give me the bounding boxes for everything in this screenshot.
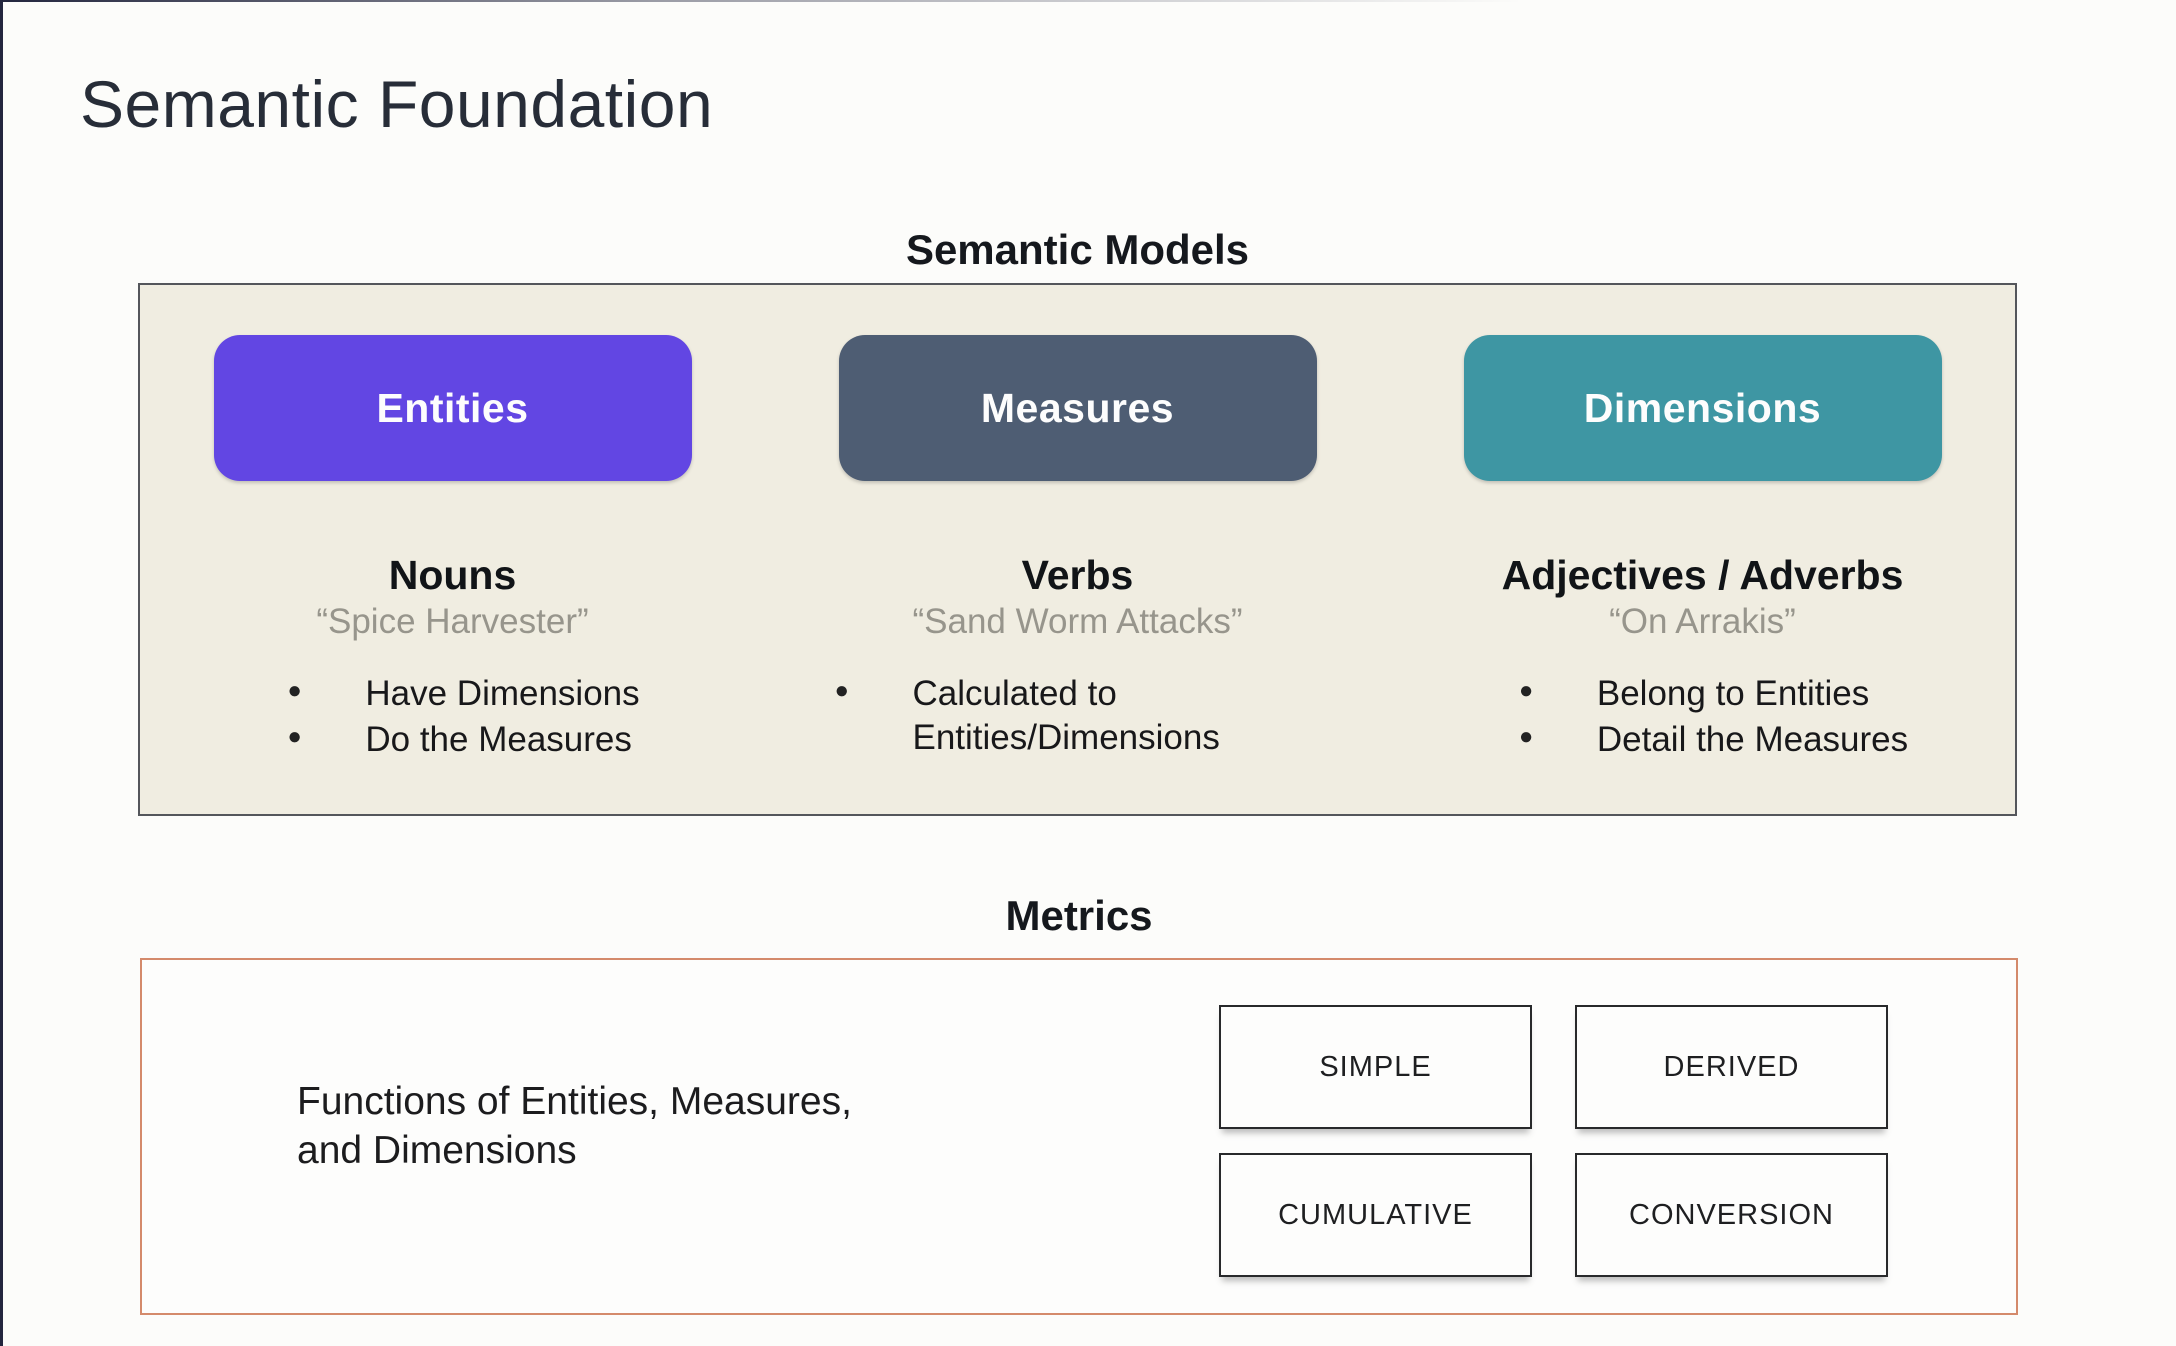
metric-type-conversion: CONVERSION: [1575, 1153, 1888, 1277]
dimensions-bullet-list: Belong to Entities Detail the Measures: [1497, 672, 1908, 764]
metrics-panel: Functions of Entities, Measures, and Dim…: [140, 958, 2018, 1315]
entities-role-heading: Nouns: [388, 552, 517, 598]
measures-pill: Measures: [838, 335, 1317, 481]
semantic-models-heading: Semantic Models: [905, 226, 1250, 273]
metric-type-simple: SIMPLE: [1219, 1005, 1532, 1129]
dimensions-role-heading: Adjectives / Adverbs: [1501, 552, 1904, 598]
measures-role-heading: Verbs: [1021, 552, 1134, 598]
measures-example: “Sand Worm Attacks”: [912, 602, 1243, 642]
dimensions-column: Dimensions Adjectives / Adverbs “On Arra…: [1390, 285, 2015, 814]
metric-types-grid: SIMPLE DERIVED CUMULATIVE CONVERSION: [1219, 1005, 1888, 1277]
metrics-heading: Metrics: [1005, 892, 1153, 939]
semantic-models-panel: Entities Nouns “Spice Harvester” Have Di…: [138, 283, 2017, 816]
entities-bullet-list: Have Dimensions Do the Measures: [265, 672, 639, 764]
metric-type-derived: DERIVED: [1575, 1005, 1888, 1129]
frame-top-edge: [0, 0, 2176, 2]
list-item: Do the Measures: [265, 718, 639, 762]
frame-left-edge: [0, 0, 3, 1346]
metric-type-cumulative: CUMULATIVE: [1219, 1153, 1532, 1277]
entities-example: “Spice Harvester”: [316, 602, 589, 642]
list-item: Detail the Measures: [1497, 718, 1908, 762]
measures-bullet-list: Calculated to Entities/Dimensions: [813, 672, 1343, 762]
metrics-description: Functions of Entities, Measures, and Dim…: [297, 1080, 852, 1172]
dimensions-example: “On Arrakis”: [1609, 602, 1796, 642]
measures-column: Measures Verbs “Sand Worm Attacks” Calcu…: [765, 285, 1390, 814]
entities-column: Entities Nouns “Spice Harvester” Have Di…: [140, 285, 765, 814]
dimensions-pill: Dimensions: [1463, 335, 1942, 481]
entities-pill: Entities: [213, 335, 692, 481]
list-item: Belong to Entities: [1497, 672, 1908, 716]
list-item: Have Dimensions: [265, 672, 639, 716]
page-title: Semantic Foundation: [80, 67, 714, 141]
list-item: Calculated to Entities/Dimensions: [813, 672, 1343, 760]
